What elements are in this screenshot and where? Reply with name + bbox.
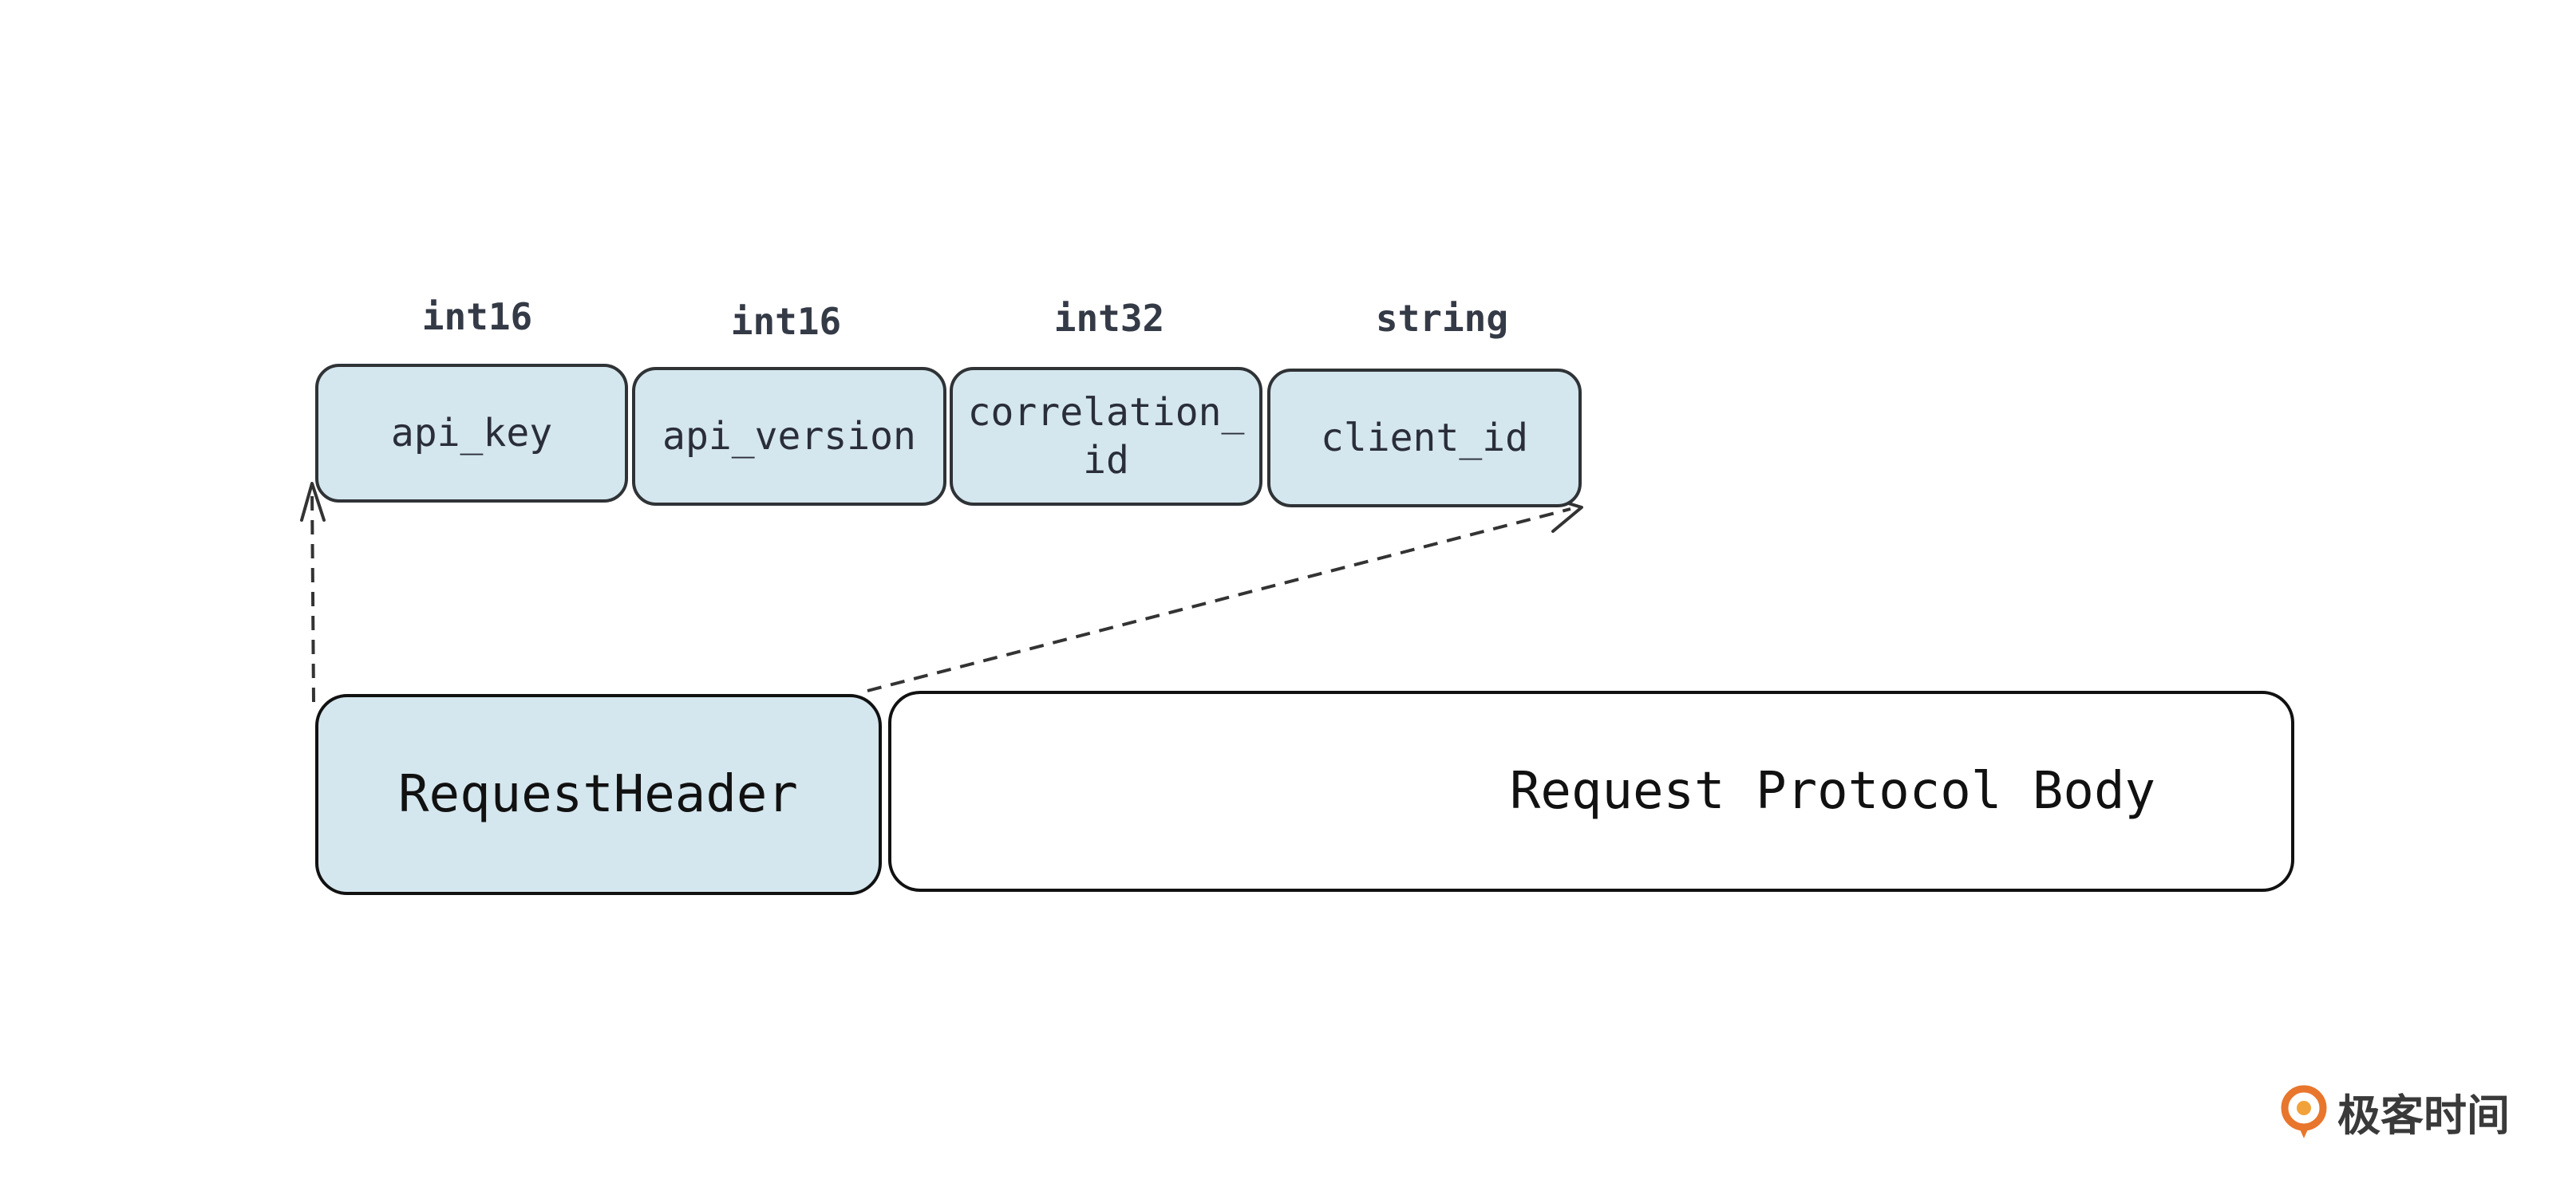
type-label-api-version: int16 xyxy=(730,300,842,343)
dashed-arrow-to-api-key xyxy=(310,487,315,703)
type-label-client-id: string xyxy=(1375,297,1509,340)
type-label-api-key: int16 xyxy=(421,295,533,338)
request-header-label: RequestHeader xyxy=(398,765,798,824)
field-client-id-label: client_id xyxy=(1320,416,1529,460)
field-correlation-id: correlation_ id xyxy=(950,367,1262,506)
type-label-correlation-id: int32 xyxy=(1053,297,1165,340)
arrowhead-up-icon xyxy=(300,482,326,522)
geektime-logo-icon xyxy=(2281,1085,2327,1138)
field-api-version: api_version xyxy=(632,367,946,506)
watermark-logo-text: 极客时间 xyxy=(2337,1090,2510,1141)
request-body-block: Request Protocol Body xyxy=(888,691,2294,892)
field-api-key-label: api_key xyxy=(390,411,553,455)
request-body-label: Request Protocol Body xyxy=(1509,762,2155,821)
dashed-arrow-to-client-id xyxy=(867,507,1571,692)
field-api-key: api_key xyxy=(315,364,628,503)
field-api-version-label: api_version xyxy=(662,414,916,459)
watermark-logo: 极客时间 xyxy=(2278,1080,2510,1143)
field-correlation-id-label: correlation_ id xyxy=(967,390,1245,483)
request-header-block: RequestHeader xyxy=(315,694,882,895)
field-client-id: client_id xyxy=(1267,369,1582,507)
